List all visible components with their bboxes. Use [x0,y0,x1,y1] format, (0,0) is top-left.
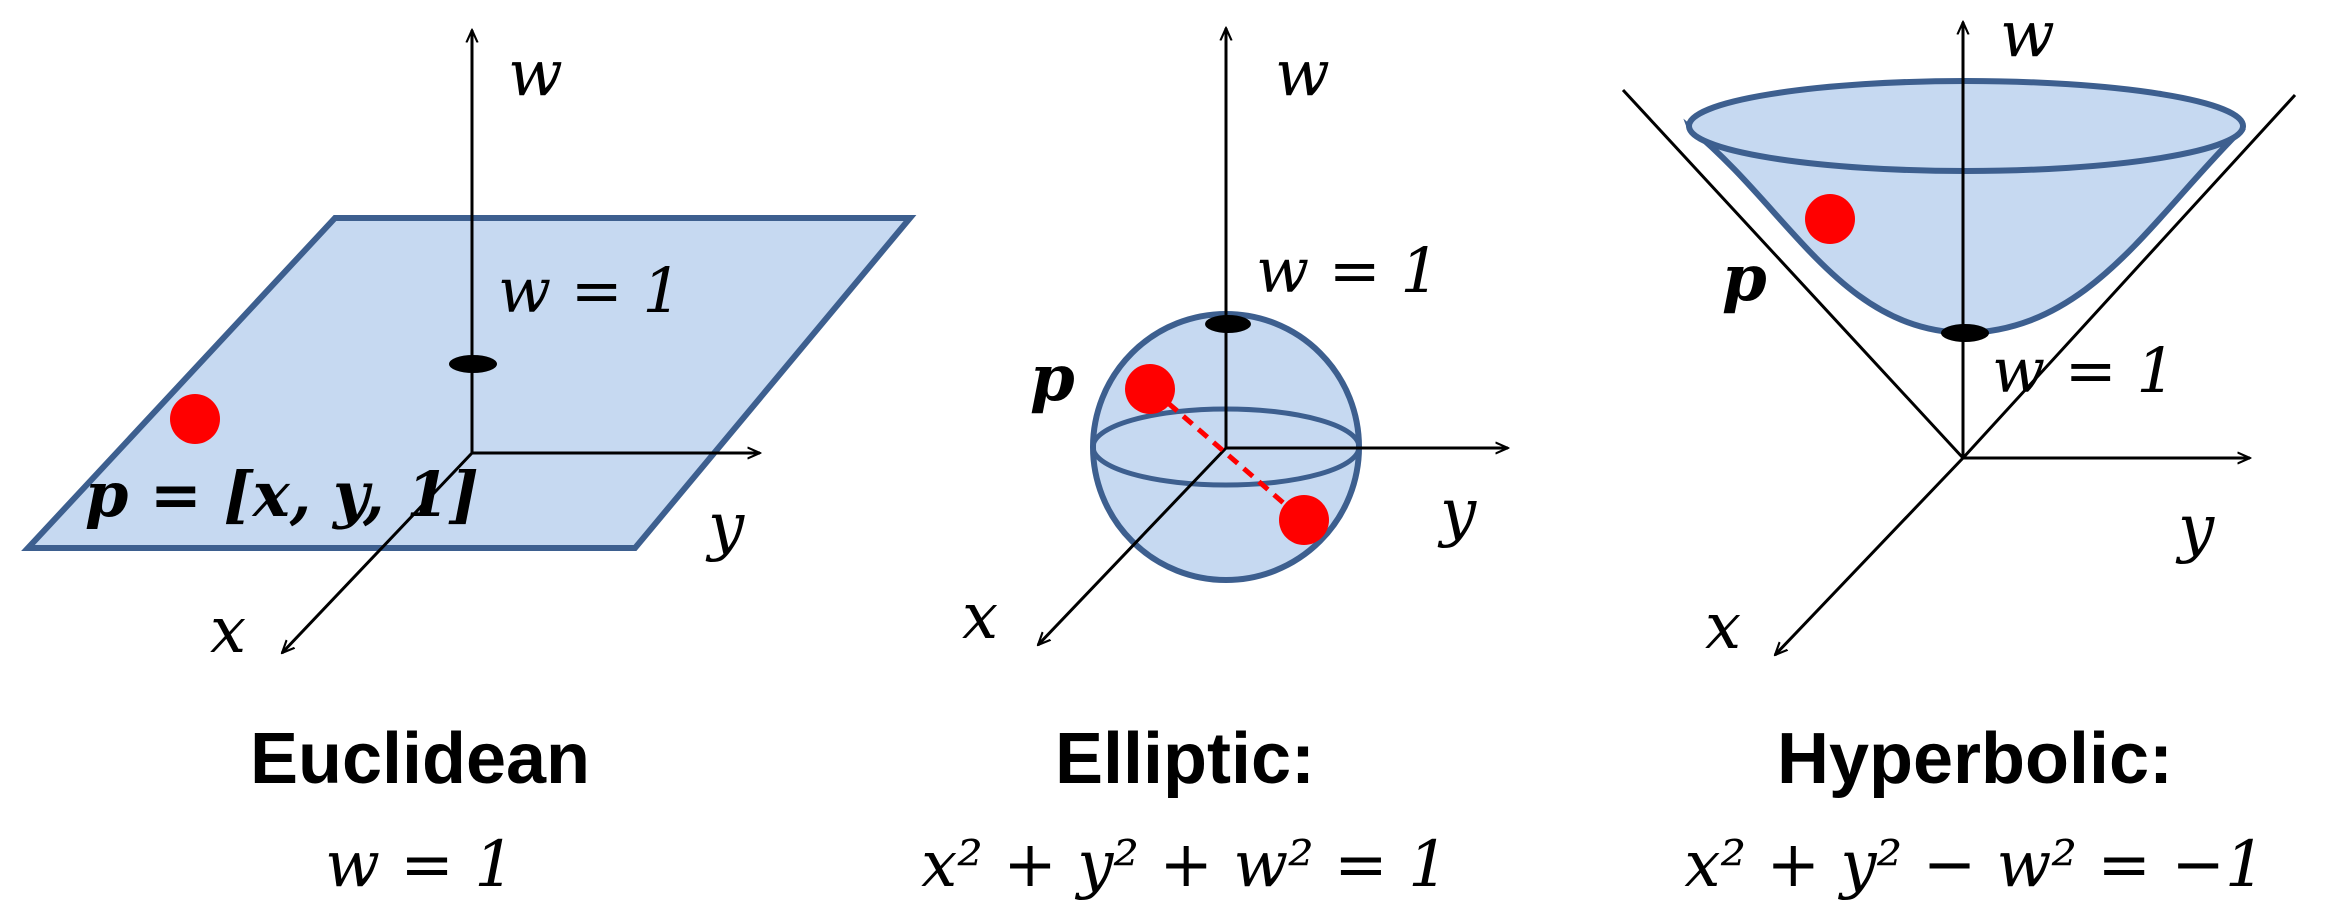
elliptic-equator-front [1090,446,1362,488]
euclidean-x-axis [282,451,474,653]
euclidean-y-label: y [705,490,745,564]
euclidean-equation: w = 1 [325,828,515,902]
euclidean-point-label: p = [x, y, 1] [85,458,479,531]
hyperbolic-level-marker [1941,324,1989,342]
hyperbolic-point-label: p [1722,241,1767,316]
euclidean-plane [21,215,917,551]
elliptic-antipodal-line [1151,388,1304,521]
hyperbolic-w-label: w [2000,0,2055,72]
elliptic-title: Elliptic: [1055,719,1315,799]
elliptic-point-label: p [1030,341,1075,416]
hyperbolic-x-axis [1775,456,1965,655]
elliptic-x-label: x [962,580,998,654]
elliptic-panel: w w = 1 p y x Elliptic: x² + y² + w² = 1 [921,28,1508,902]
euclidean-level-label: w = 1 [498,254,682,327]
hyperbolic-point [1805,194,1855,244]
euclidean-x-label: x [210,594,246,668]
elliptic-level-marker [1205,315,1251,333]
elliptic-y-label: y [1437,476,1477,550]
euclidean-title: Euclidean [250,719,590,799]
hyperbolic-rim [1686,78,2246,174]
euclidean-level-marker [449,355,497,373]
elliptic-equation: x² + y² + w² = 1 [921,828,1449,902]
hyperbolic-panel: w w = 1 p y x Hyperbolic: x² + y² − w² =… [1621,0,2297,902]
hyperbolic-title: Hyperbolic: [1777,719,2173,799]
hyperbolic-equation: x² + y² − w² = −1 [1684,828,2265,902]
hyperbolic-cone-right [1961,93,2297,460]
elliptic-antipodal-point [1279,495,1329,545]
hyperbolic-x-label: x [1705,590,1741,664]
elliptic-point [1125,364,1175,414]
euclidean-point [170,394,220,444]
hyperbolic-y-label: y [2175,492,2215,566]
elliptic-level-label: w = 1 [1256,234,1440,307]
hyperbolic-level-label: w = 1 [1992,334,2176,407]
hyperbolic-cone-left [1621,88,1965,460]
euclidean-w-label: w [508,37,563,111]
elliptic-w-label: w [1275,37,1330,111]
euclidean-panel: w w = 1 p = [x, y, 1] y x Euclidean w = … [21,30,917,902]
elliptic-x-axis [1038,446,1228,645]
